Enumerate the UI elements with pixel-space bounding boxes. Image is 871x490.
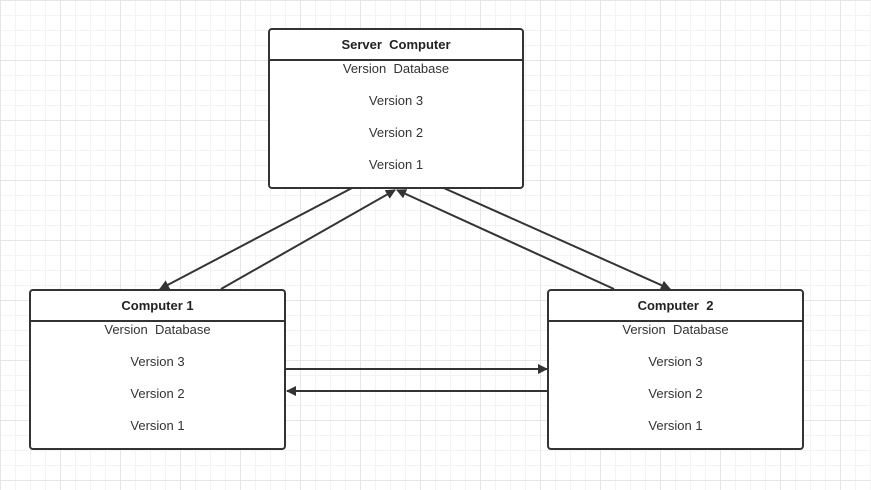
server-version-2: Version 2: [368, 125, 424, 140]
arrow-computer2-to-server: [396, 189, 615, 290]
server-version-1: Version 1: [368, 157, 424, 172]
computer1-version-1: Version 1: [130, 418, 185, 433]
arrow-server-to-computer1: [159, 187, 353, 290]
computer1-box[interactable]: Computer 1 Version Database Version 3 Ve…: [29, 289, 286, 450]
computer2-version-3: Version 3: [648, 354, 703, 369]
server-computer-box[interactable]: Server Computer Version Database Version…: [268, 28, 524, 189]
computer2-title: Computer 2: [549, 291, 802, 322]
server-database-label: Version Database: [342, 61, 450, 76]
computer1-title: Computer 1: [31, 291, 284, 322]
computer1-version-3: Version 3: [130, 354, 185, 369]
server-version-3: Version 3: [368, 93, 424, 108]
computer2-version-1: Version 1: [648, 418, 703, 433]
computer1-version-2: Version 2: [130, 386, 185, 401]
computer2-box[interactable]: Computer 2 Version Database Version 3 Ve…: [547, 289, 804, 450]
arrow-computer1-to-server: [220, 189, 396, 290]
server-computer-title: Server Computer: [270, 30, 522, 61]
computer2-version-2: Version 2: [648, 386, 703, 401]
arrow-server-to-computer2: [436, 184, 671, 290]
computer1-database-label: Version Database: [104, 322, 211, 337]
computer2-database-label: Version Database: [622, 322, 729, 337]
